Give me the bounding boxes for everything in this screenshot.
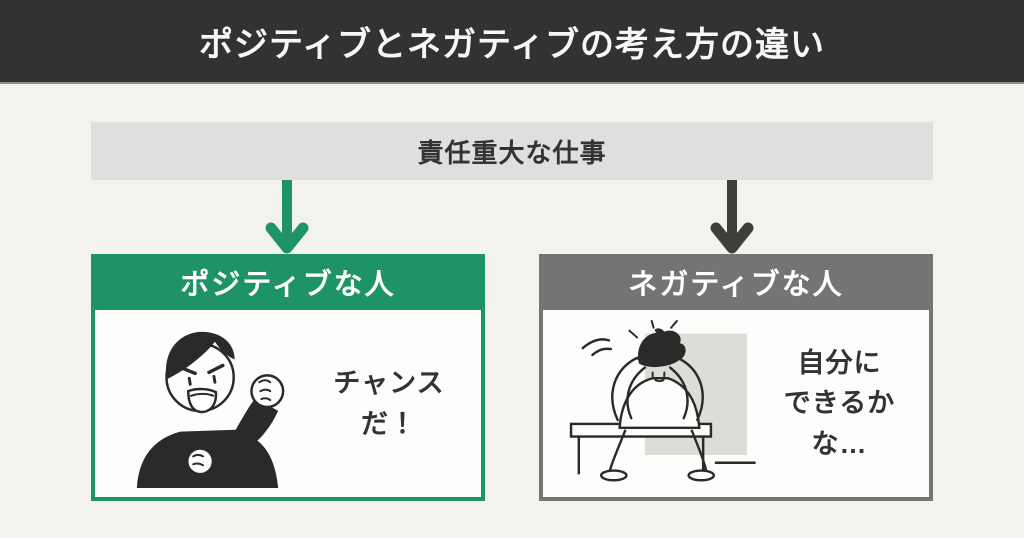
dark-down-arrow bbox=[710, 180, 754, 254]
negative-card-header: ネガティブな人 bbox=[628, 269, 844, 301]
negative-card: ネガティブな人 bbox=[539, 254, 933, 501]
green-down-arrow bbox=[265, 180, 309, 254]
positive-speech-text: チャンスだ！ bbox=[333, 368, 445, 439]
page-title: ポジティブとネガティブの考え方の違い bbox=[199, 25, 825, 64]
positive-card: ポジティブな人 bbox=[91, 254, 485, 501]
trigger-box-label: 責任重大な仕事 bbox=[417, 137, 607, 168]
trigger-box: 責任重大な仕事 bbox=[91, 122, 933, 180]
negative-speech-text: 自分に できるかな… bbox=[760, 343, 929, 465]
negative-person-illustration bbox=[569, 319, 756, 481]
positive-card-body: チャンスだ！ bbox=[95, 310, 481, 497]
positive-person-illustration bbox=[136, 331, 285, 488]
negative-speech-line2: できるかな… bbox=[783, 388, 896, 459]
positive-card-header: ポジティブな人 bbox=[180, 269, 396, 301]
title-bar: ポジティブとネガティブの考え方の違い bbox=[0, 0, 1024, 84]
negative-card-body: 自分に できるかな… bbox=[543, 310, 929, 497]
negative-speech-line1: 自分に bbox=[797, 347, 882, 378]
